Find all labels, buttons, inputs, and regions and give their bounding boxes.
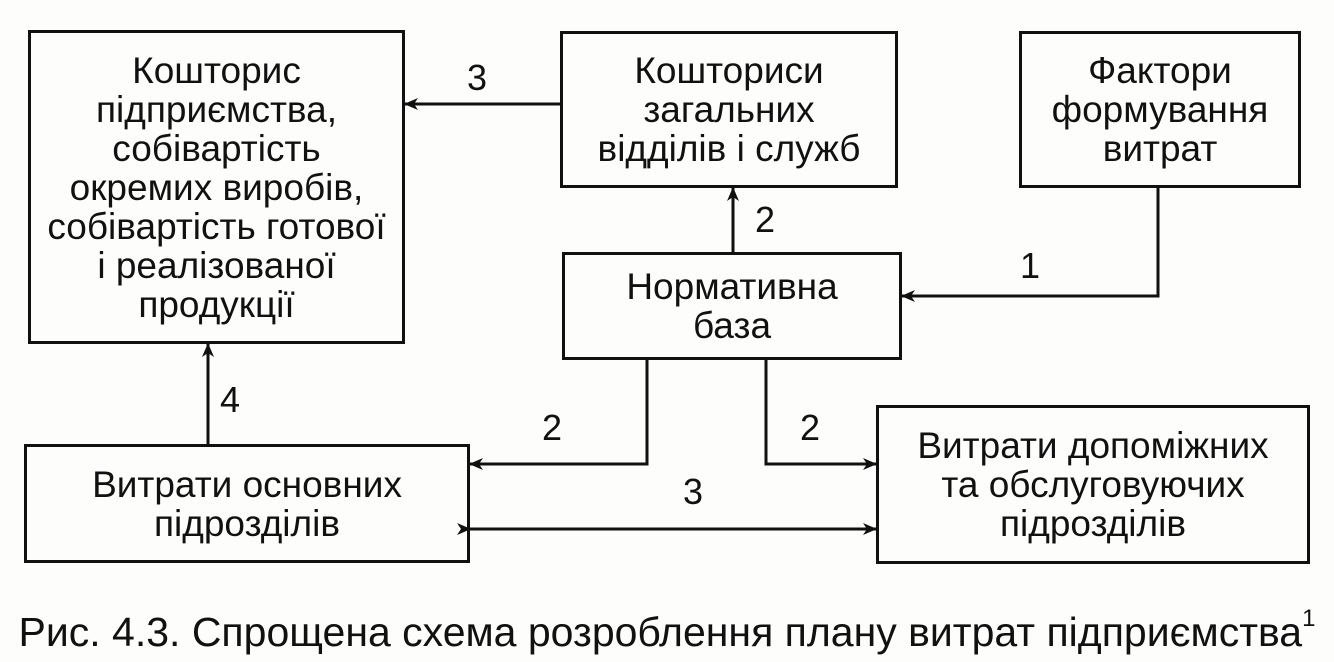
node-general-budgets-label: Кошториси загальних відділів і служб [597,50,861,169]
node-cost-factors-label: Фактори формування витрат [1051,50,1269,169]
edge-label-main-aux-bidirectional: 3 [683,471,704,512]
node-enterprise-budget-label: Кошторис підприємства, собівартість окре… [47,49,386,325]
edge-label-normative-to-general: 2 [755,199,776,240]
arrow-normative-to-aux [764,360,877,470]
figure-caption: Рис. 4.3. Спрощена схема розроблення пла… [0,594,1334,657]
arrow-factors-to-normative [901,188,1160,302]
node-cost-factors: Фактори формування витрат [1019,31,1301,188]
node-aux-costs: Витрати допоміжних та обслуговуючих підр… [876,405,1310,564]
edge-label-normative-to-aux: 2 [800,407,821,448]
node-general-budgets: Кошториси загальних відділів і служб [560,31,898,188]
edge-label-normative-to-main: 2 [542,407,563,448]
edge-label-factors-to-normative: 1 [1020,245,1041,286]
edge-label-general-to-enterprise: 3 [467,57,488,98]
figure-caption-text: Рис. 4.3. Спрощена схема розроблення пла… [18,609,1303,655]
node-aux-costs-label: Витрати допоміжних та обслуговуючих підр… [917,425,1269,544]
node-enterprise-budget: Кошторис підприємства, собівартість окре… [28,30,405,344]
arrow-normative-to-main [469,360,649,470]
node-normative-base: Нормативна база [562,252,902,360]
node-main-costs: Витрати основних підрозділів [24,444,470,563]
node-main-costs-label: Витрати основних підрозділів [92,463,402,544]
edge-label-main-to-enterprise: 4 [220,379,241,420]
node-normative-base-label: Нормативна база [626,266,838,346]
figure-caption-footnote: 1 [1302,605,1316,632]
